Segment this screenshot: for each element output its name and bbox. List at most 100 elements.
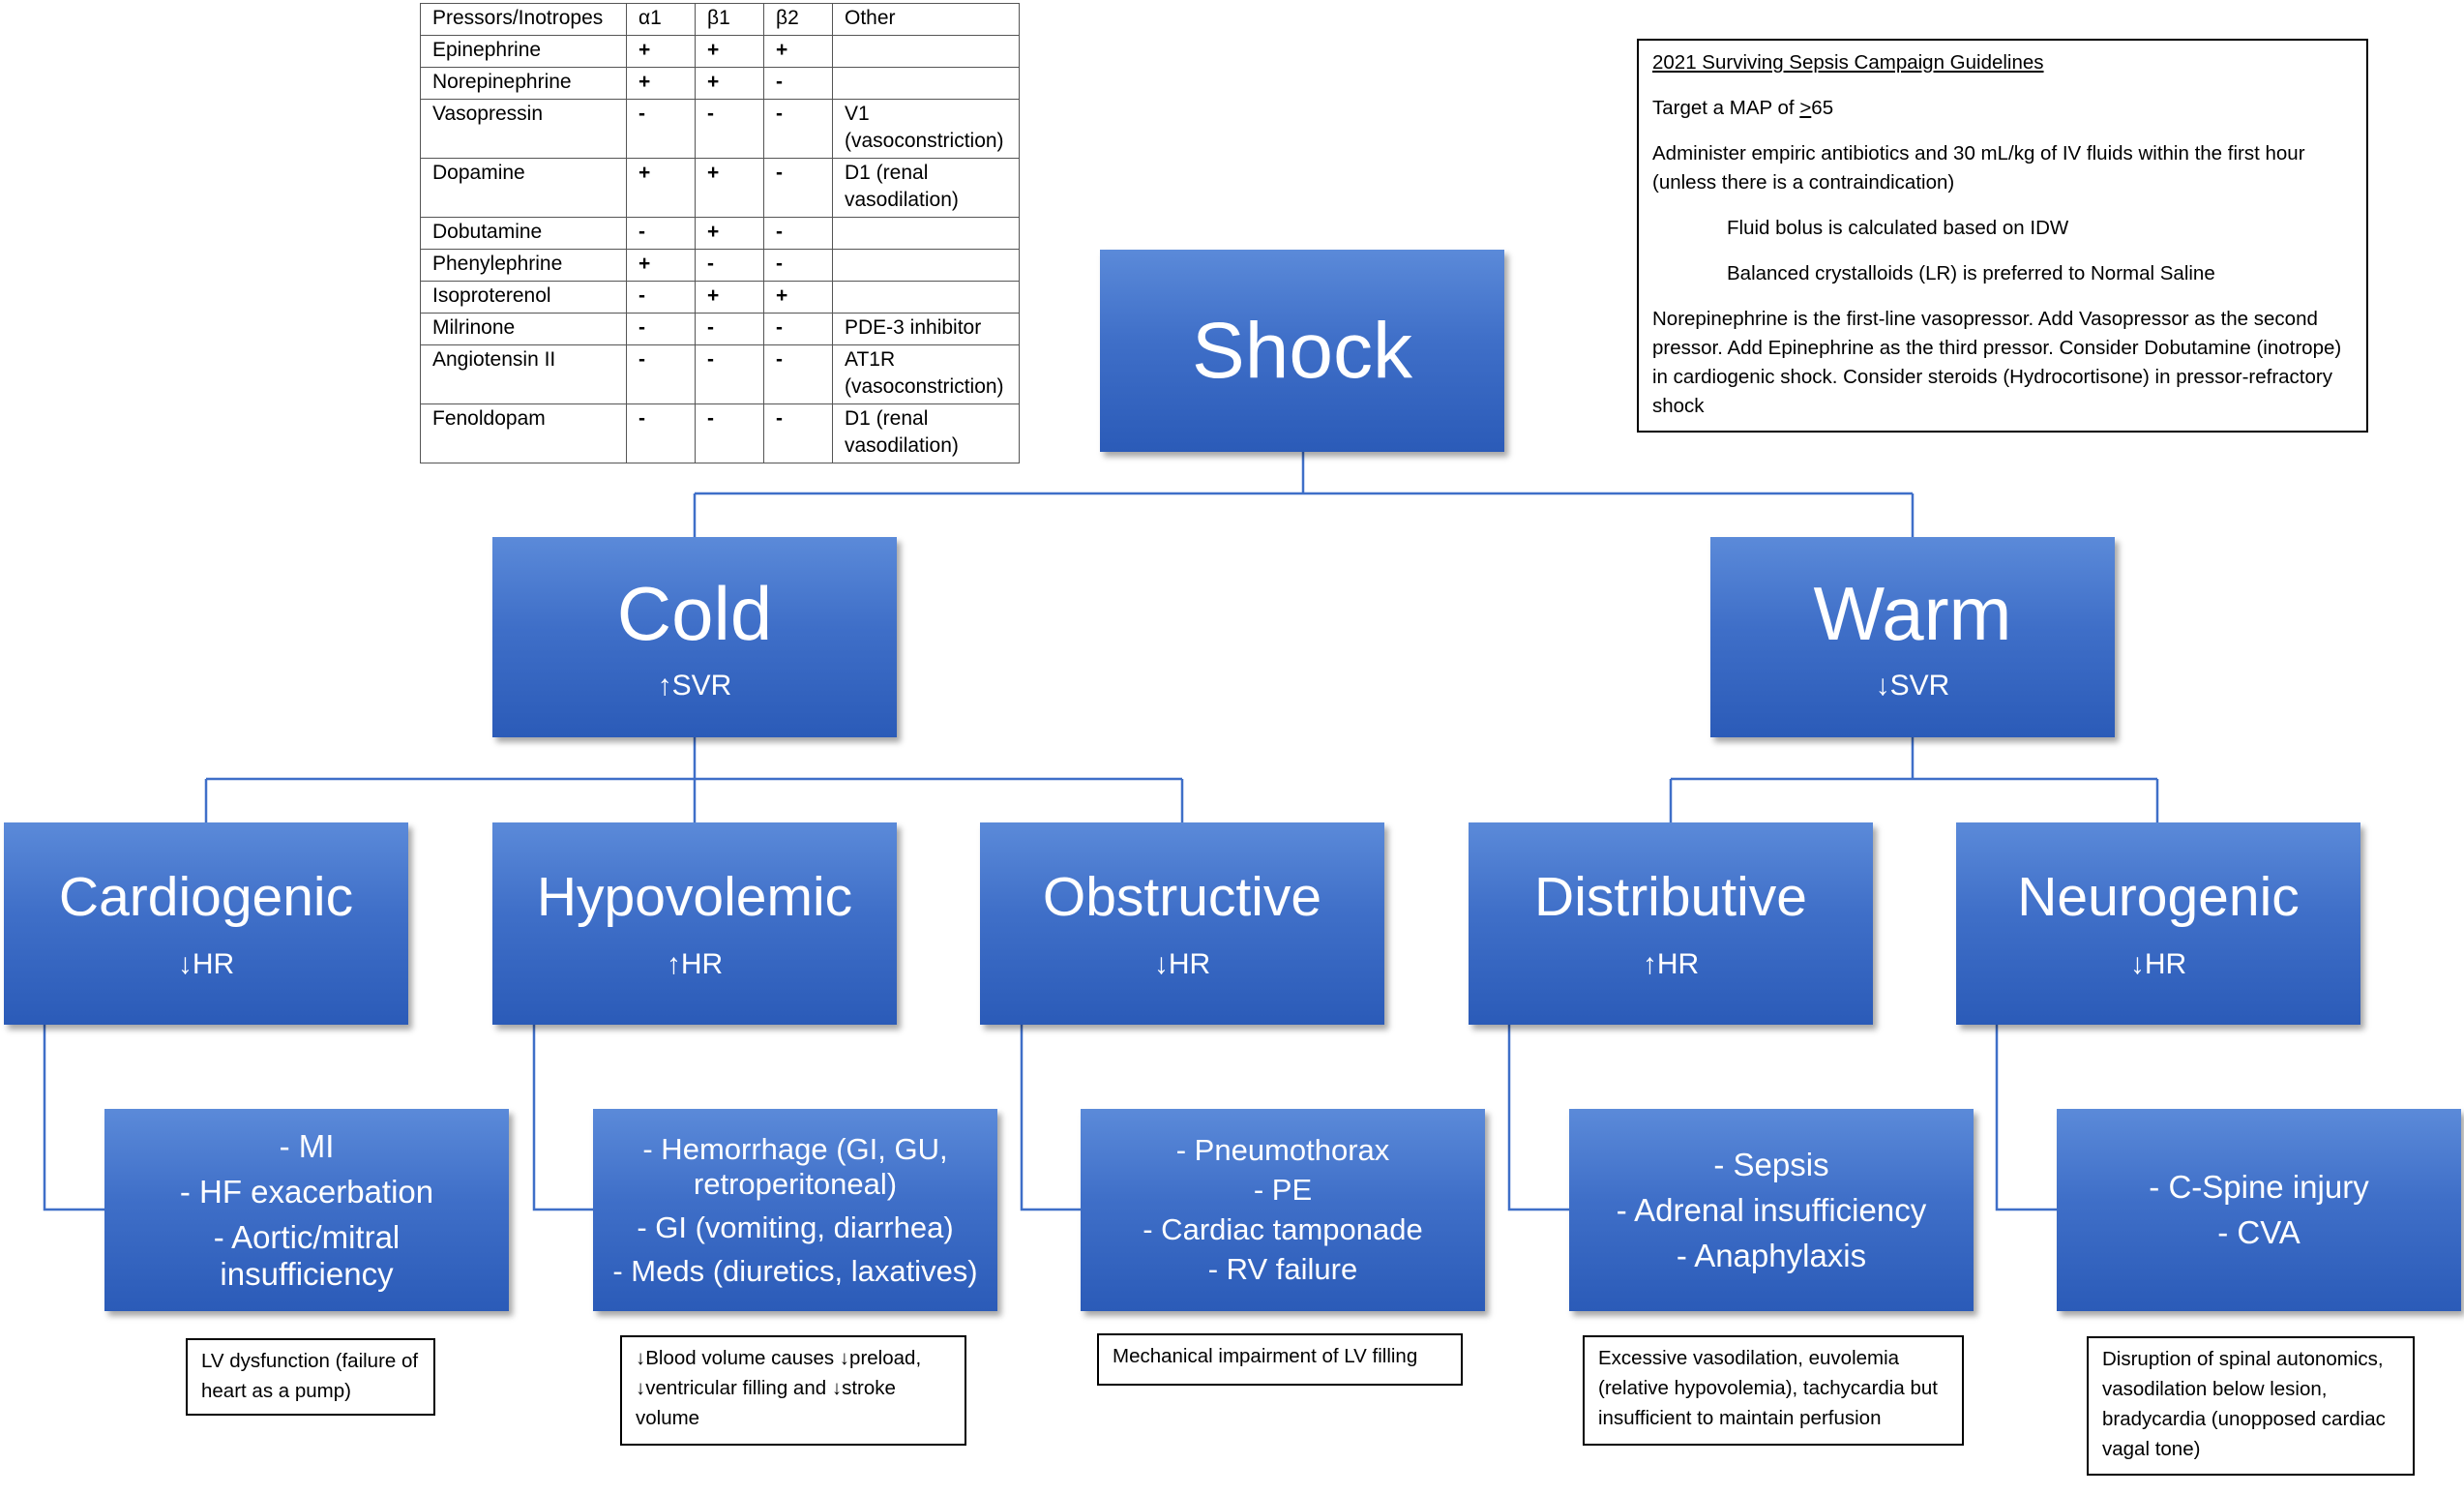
table-cell	[832, 249, 1020, 282]
table-cell: +	[695, 158, 764, 218]
cardiogenic-hr: ↓HR	[177, 947, 235, 980]
list-item: - Pneumothorax	[1175, 1133, 1390, 1167]
table-cell: -	[695, 403, 764, 463]
table-cell: Norepinephrine	[420, 67, 627, 100]
cardiogenic-examples: - MI - HF exacerbation - Aortic/mitral i…	[104, 1109, 509, 1311]
table-cell: -	[763, 403, 833, 463]
table-cell: -	[626, 217, 696, 250]
distributive-node: Distributive ↑HR	[1469, 822, 1873, 1025]
pressor-table-header: β2	[763, 3, 833, 36]
warm-svr: ↓SVR	[1875, 669, 1950, 702]
list-item: - Meds (diuretics, laxatives)	[612, 1253, 978, 1288]
guidelines-fluid-bolus: Fluid bolus is calculated based on IDW	[1727, 217, 2069, 239]
list-item: - Anaphylaxis	[1676, 1237, 1867, 1273]
cardiogenic-example-list: - MI - HF exacerbation - Aortic/mitral i…	[104, 1120, 509, 1301]
table-row: Isoproterenol-++	[420, 281, 1020, 314]
connector-cardiogenic-examples	[43, 1025, 104, 1211]
table-cell: D1 (renal vasodilation)	[832, 403, 1020, 463]
table-cell: -	[626, 344, 696, 404]
guidelines-pressors: Norepinephrine is the first-line vasopre…	[1652, 308, 2342, 417]
table-row: Epinephrine+++	[420, 35, 1020, 68]
distributive-title: Distributive	[1534, 865, 1807, 928]
guidelines-map-target: Target a MAP of >65	[1652, 94, 2353, 123]
table-cell: +	[763, 281, 833, 314]
table-cell: -	[763, 344, 833, 404]
list-item: - MI	[279, 1127, 335, 1164]
list-item: - Cardiac tamponade	[1143, 1212, 1423, 1246]
table-cell: Vasopressin	[420, 99, 627, 159]
table-cell: +	[695, 281, 764, 314]
table-cell: -	[695, 313, 764, 345]
table-cell: +	[626, 67, 696, 100]
cardiogenic-note: LV dysfunction (failure of heart as a pu…	[186, 1338, 435, 1416]
pressor-table-header: α1	[626, 3, 696, 36]
table-cell: -	[626, 403, 696, 463]
neurogenic-examples: - C-Spine injury - CVA	[2057, 1109, 2461, 1311]
warm-node: Warm ↓SVR	[1710, 537, 2115, 737]
obstructive-note: Mechanical impairment of LV filling	[1097, 1333, 1463, 1386]
table-cell: PDE-3 inhibitor	[832, 313, 1020, 345]
table-cell: -	[695, 344, 764, 404]
table-cell: Dobutamine	[420, 217, 627, 250]
list-item: - Sepsis	[1713, 1146, 1829, 1182]
table-cell	[832, 67, 1020, 100]
table-cell: Milrinone	[420, 313, 627, 345]
list-item: - RV failure	[1207, 1252, 1358, 1286]
table-cell: -	[695, 99, 764, 159]
cardiogenic-node: Cardiogenic ↓HR	[4, 822, 408, 1025]
obstructive-node: Obstructive ↓HR	[980, 822, 1384, 1025]
sepsis-guidelines-box: 2021 Surviving Sepsis Campaign Guideline…	[1637, 39, 2368, 433]
distributive-examples: - Sepsis - Adrenal insufficiency - Anaph…	[1569, 1109, 1974, 1311]
table-cell: Epinephrine	[420, 35, 627, 68]
table-row: Phenylephrine+--	[420, 249, 1020, 282]
shock-node: Shock	[1100, 250, 1504, 452]
map-value: 65	[1811, 97, 1834, 119]
pressor-table: Pressors/Inotropes α1 β1 β2 Other Epinep…	[420, 3, 1020, 463]
pressor-table-header: Other	[832, 3, 1020, 36]
table-cell: Phenylephrine	[420, 249, 627, 282]
table-cell: Fenoldopam	[420, 403, 627, 463]
table-cell: +	[763, 35, 833, 68]
pressor-table-header: β1	[695, 3, 764, 36]
table-cell: -	[626, 281, 696, 314]
list-item: - Hemorrhage (GI, GU, retroperitoneal)	[642, 1131, 948, 1201]
hypovolemic-hr: ↑HR	[666, 947, 724, 980]
distributive-hr: ↑HR	[1642, 947, 1700, 980]
table-cell: -	[763, 158, 833, 218]
list-item: - PE	[1253, 1173, 1313, 1207]
table-cell: -	[763, 249, 833, 282]
obstructive-example-list: - Pneumothorax - PE - Cardiac tamponade …	[1133, 1127, 1433, 1293]
table-cell: Isoproterenol	[420, 281, 627, 314]
connector-obstructive-examples	[1020, 1025, 1081, 1211]
table-cell	[832, 281, 1020, 314]
list-item: - Adrenal insufficiency	[1616, 1191, 1927, 1228]
table-row: Angiotensin II---AT1R (vasoconstriction)	[420, 344, 1020, 404]
table-cell: -	[626, 99, 696, 159]
table-cell: +	[695, 67, 764, 100]
table-row: Norepinephrine++-	[420, 67, 1020, 100]
neurogenic-note: Disruption of spinal autonomics, vasodil…	[2087, 1336, 2415, 1476]
table-cell: Angiotensin II	[420, 344, 627, 404]
distributive-example-list: - Sepsis - Adrenal insufficiency - Anaph…	[1607, 1138, 1936, 1283]
list-item: - C-Spine injury	[2149, 1169, 2369, 1205]
warm-title: Warm	[1813, 570, 2012, 656]
table-row: Milrinone---PDE-3 inhibitor	[420, 313, 1020, 345]
cold-title: Cold	[616, 570, 773, 656]
table-row: Dobutamine-+-	[420, 217, 1020, 250]
table-row: Vasopressin---V1 (vasoconstriction)	[420, 99, 1020, 159]
table-cell: -	[763, 99, 833, 159]
list-item: - HF exacerbation	[179, 1173, 434, 1210]
table-cell: V1 (vasoconstriction)	[832, 99, 1020, 159]
cold-svr: ↑SVR	[657, 669, 732, 702]
map-prefix: Target a MAP of	[1652, 97, 1800, 119]
connector-hypovolemic-examples	[532, 1025, 593, 1211]
list-item: - Aortic/mitral insufficiency	[213, 1218, 401, 1292]
guidelines-crystalloids: Balanced crystalloids (LR) is preferred …	[1727, 262, 2215, 284]
table-cell: D1 (renal vasodilation)	[832, 158, 1020, 218]
table-cell: Dopamine	[420, 158, 627, 218]
neurogenic-title: Neurogenic	[2017, 865, 2300, 928]
table-cell: -	[763, 313, 833, 345]
table-row: Fenoldopam---D1 (renal vasodilation)	[420, 403, 1020, 463]
pressor-table-body: Epinephrine+++Norepinephrine++-Vasopress…	[420, 35, 1020, 463]
